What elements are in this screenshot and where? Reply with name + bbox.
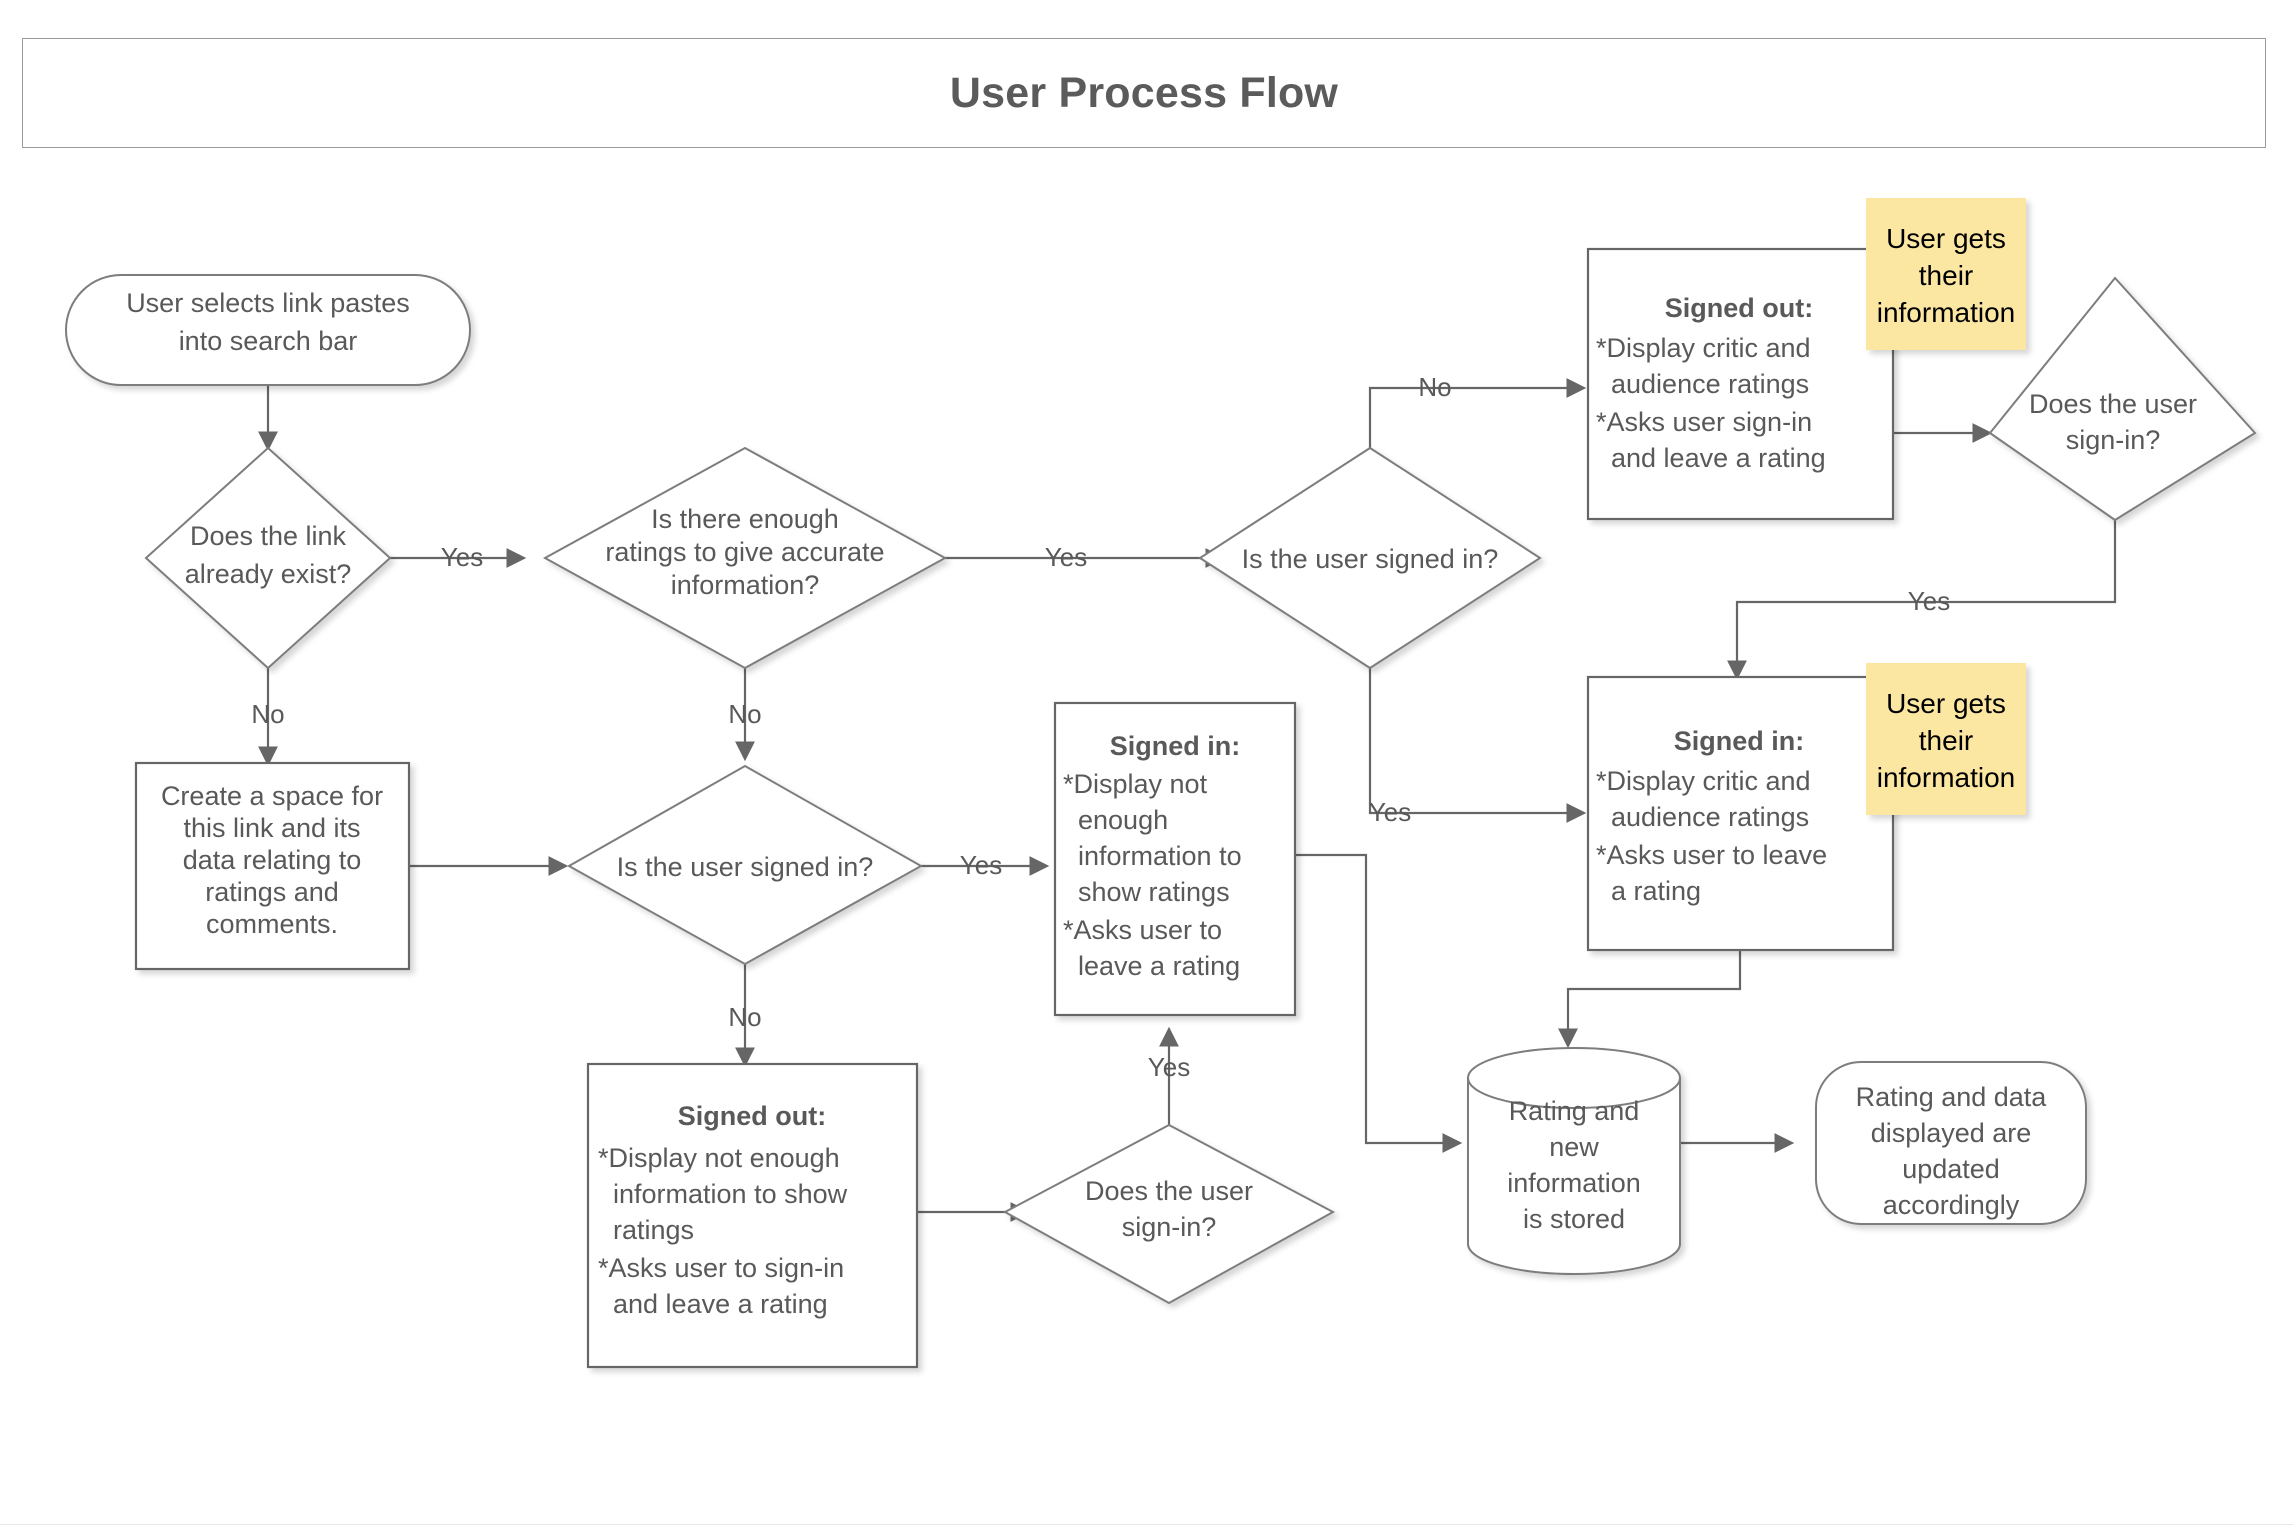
node-start[interactable] [65,274,471,386]
page-title: User Process Flow [949,68,1339,117]
node-database-line2: new [1549,1132,1599,1162]
node-signed-in-mid-label: Is the user signed in? [617,852,874,882]
node-signedin-right[interactable] [1586,675,1895,952]
edge-label-yes-3: Yes [1369,797,1411,827]
node-signedout-bottom-line5: and leave a rating [613,1289,828,1319]
sticky-note-top-line1: User gets [1886,223,2006,254]
node-link-exists-line1: Does the link [190,521,347,551]
sticky-note-top-line2: their [1919,260,1973,291]
sticky-note-right-line3: information [1877,762,2016,793]
node-database-line3: information [1507,1168,1641,1198]
node-signed-in-top-label: Is the user signed in? [1242,544,1499,574]
node-end-line3: updated [1902,1154,2000,1184]
node-create-space-line5: comments. [206,909,338,939]
node-enough-ratings[interactable] [542,446,948,670]
edge-signedin-mid-to-database [1295,853,1463,1153]
node-signed-in-mid[interactable] [566,764,924,966]
edge-label-no-1: No [251,699,284,729]
footer-divider [0,1524,2293,1525]
node-database[interactable] [1467,1047,1681,1275]
node-signedout-bottom-line1: *Display not enough [598,1143,840,1173]
edge-label-yes-5: Yes [960,850,1002,880]
node-user-signin-bottom-line2: sign-in? [1122,1212,1217,1242]
edge-label-no-4: No [728,1002,761,1032]
sticky-note-right-line1: User gets [1886,688,2006,719]
node-signedout-top[interactable] [1586,247,1895,521]
node-create-space-line1: Create a space for [161,781,383,811]
node-user-signin-right[interactable] [1988,276,2257,522]
edge-label-yes-6: Yes [1148,1052,1190,1082]
node-signedout-bottom-line3: ratings [613,1215,694,1245]
node-user-signin-bottom[interactable] [1002,1123,1336,1305]
sticky-note-top-line3: information [1877,297,2016,328]
node-user-signin-bottom-line1: Does the user [1085,1176,1253,1206]
node-signedin-middle-line1: *Display not [1063,769,1208,799]
node-start-label-line2: into search bar [179,326,358,356]
node-user-signin-right-line2: sign-in? [2066,425,2161,455]
node-signedin-middle-line2: enough [1078,805,1168,835]
edge-label-yes-2: Yes [1045,542,1087,572]
node-signedout-bottom-line2: information to show [613,1179,848,1209]
edge-label-no-2: No [728,699,761,729]
node-signedout-top-line1: *Display critic and [1596,333,1811,363]
node-signedin-middle-line5: *Asks user to [1063,915,1222,945]
node-create-space[interactable] [134,761,411,971]
node-signedin-right-line4: a rating [1611,876,1701,906]
node-link-exists-line2: already exist? [185,559,352,589]
node-enough-ratings-line3: information? [671,570,820,600]
edge-label-yes-4: Yes [1908,586,1950,616]
node-signedout-bottom-line4: *Asks user to sign-in [598,1253,844,1283]
node-end-line2: displayed are [1871,1118,2032,1148]
sticky-note-top[interactable] [1866,198,2026,350]
node-link-exists[interactable] [144,446,392,670]
node-signedout-top-line4: and leave a rating [1611,443,1826,473]
node-signedin-middle-line6: leave a rating [1078,951,1240,981]
node-signedout-bottom[interactable] [586,1062,919,1369]
node-end[interactable] [1815,1061,2087,1225]
node-enough-ratings-line2: ratings to give accurate [605,537,884,567]
node-signedin-middle-line3: information to [1078,841,1242,871]
node-create-space-line3: data relating to [183,845,362,875]
node-create-space-line2: this link and its [183,813,360,843]
node-signedin-right-heading: Signed in: [1674,726,1805,756]
node-signed-in-top[interactable] [1198,446,1542,670]
edge-signedin-right-to-database [1558,950,1742,1049]
node-start-label-line1: User selects link pastes [126,288,410,318]
edge-label-no-3: No [1418,372,1451,402]
node-signedin-middle-heading: Signed in: [1110,731,1241,761]
node-database-line1: Rating and [1509,1096,1640,1126]
node-signedin-right-line2: audience ratings [1611,802,1809,832]
node-end-line4: accordingly [1883,1190,2020,1220]
edge-label-yes-1: Yes [441,542,483,572]
sticky-note-right[interactable] [1866,663,2026,815]
edge-user-signin-rt-yes [1727,520,2117,681]
node-signedin-right-line1: *Display critic and [1596,766,1811,796]
node-signedout-top-line2: audience ratings [1611,369,1809,399]
sticky-note-right-line2: their [1919,725,1973,756]
edge-signed-in-top-yes [1368,668,1587,823]
title-banner: User Process Flow [22,38,2266,148]
node-enough-ratings-line1: Is there enough [651,504,839,534]
node-create-space-line4: ratings and [205,877,339,907]
node-signedin-right-line3: *Asks user to leave [1596,840,1827,870]
node-signedout-bottom-heading: Signed out: [678,1101,826,1131]
node-database-line4: is stored [1523,1204,1625,1234]
node-signedin-middle-line4: show ratings [1078,877,1230,907]
node-signedout-top-heading: Signed out: [1665,293,1813,323]
node-end-line1: Rating and data [1856,1082,2048,1112]
node-signedout-top-line3: *Asks user sign-in [1596,407,1812,437]
node-signedin-middle[interactable] [1053,701,1297,1017]
node-user-signin-right-line1: Does the user [2029,389,2197,419]
